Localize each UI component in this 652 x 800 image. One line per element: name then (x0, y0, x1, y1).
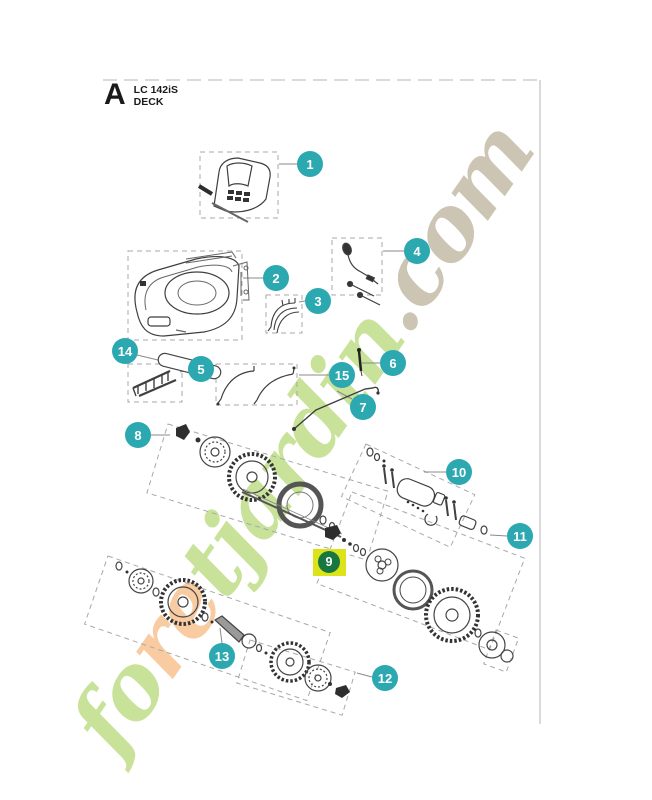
leader-lines (136, 163, 508, 678)
callout-13[interactable]: 13 (209, 643, 235, 669)
part-9-axle-bracket (241, 488, 514, 663)
model-name: LC 142iS (133, 84, 179, 96)
highlight-box: 9 (312, 548, 346, 576)
part-10-motor-assembly (366, 447, 488, 535)
part-15-cables (216, 366, 296, 406)
part-4-cable (342, 242, 381, 306)
callout-5[interactable]: 5 (188, 356, 214, 382)
part-7-rod (292, 386, 380, 431)
part-2-deck (134, 251, 250, 337)
callout-8[interactable]: 8 (125, 422, 151, 448)
page-border (103, 79, 541, 724)
callout-7[interactable]: 7 (350, 394, 376, 420)
callout-15[interactable]: 15 (329, 362, 355, 388)
part-8-wheel-assembly (176, 424, 336, 531)
callout-12[interactable]: 12 (372, 665, 398, 691)
diagram-header: A LC 142iS DECK (104, 78, 179, 111)
part-13-rear-axle-row (115, 561, 268, 655)
callout-3[interactable]: 3 (305, 288, 331, 314)
callout-1[interactable]: 1 (297, 151, 323, 177)
part-6-pin (357, 348, 363, 377)
part-1-console (197, 157, 271, 223)
callout-6[interactable]: 6 (380, 350, 406, 376)
callout-4[interactable]: 4 (404, 238, 430, 264)
callout-9-highlighted[interactable]: 9 (318, 551, 340, 573)
callout-11[interactable]: 11 (507, 523, 533, 549)
view-name: DECK (133, 96, 164, 108)
section-letter: A (104, 78, 126, 111)
callout-10[interactable]: 10 (446, 459, 472, 485)
part-12-rear-wheel-group (269, 641, 350, 698)
callout-2[interactable]: 2 (263, 265, 289, 291)
callout-14[interactable]: 14 (112, 338, 138, 364)
part-5-baffle (132, 370, 177, 398)
part-3-bracket (267, 298, 300, 334)
